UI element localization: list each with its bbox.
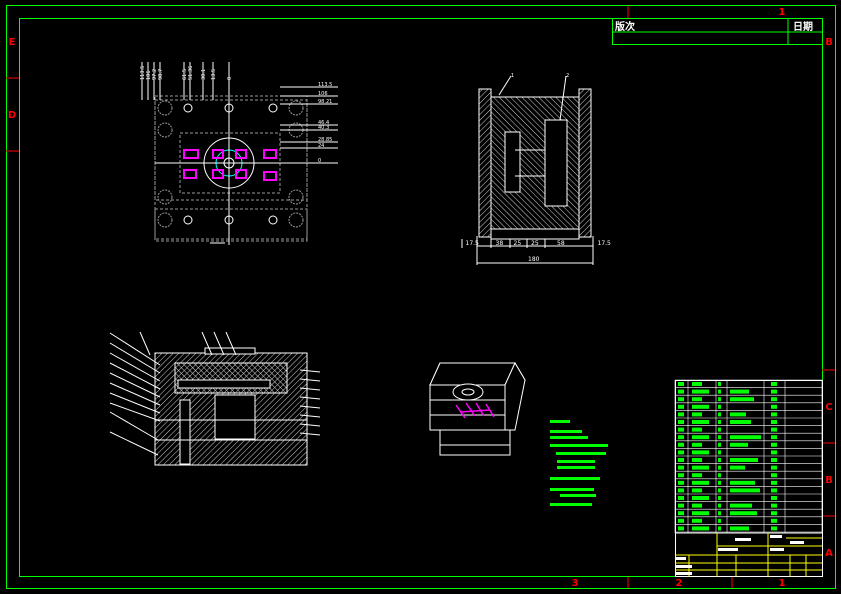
marker-bottom-2: 2	[676, 578, 683, 589]
screw-hole	[268, 215, 278, 225]
dimension-label: 61.5	[182, 69, 188, 80]
dimension-label: 25	[531, 240, 539, 247]
screw-hole	[268, 103, 278, 113]
guide-bushing	[157, 100, 173, 116]
zone-ticks	[6, 6, 835, 588]
note-line	[550, 420, 570, 423]
outer-frame	[6, 5, 836, 589]
dimension-label: 25	[514, 240, 522, 247]
inner-frame	[19, 18, 823, 577]
dimension-label: 58	[557, 240, 565, 247]
dimension-label: 97.2	[152, 69, 158, 80]
dimension-label: 38	[496, 240, 504, 247]
overall-dim: 180	[528, 256, 540, 263]
date-label: 日期	[793, 20, 813, 33]
marker-right-a: A	[825, 548, 833, 559]
dimension-label: 40.3	[318, 125, 329, 131]
dimension-label: 98.7	[158, 69, 164, 80]
note-line	[550, 488, 594, 491]
dimension-label: 28.85	[318, 137, 332, 143]
dimension-label: 30.1	[201, 69, 207, 80]
marker-right-b1: B	[825, 37, 833, 48]
screw-hole	[183, 103, 193, 113]
marker-right-c: C	[825, 402, 832, 413]
guide-bushing	[288, 100, 304, 116]
technical-notes	[550, 420, 608, 506]
marker-left-e: E	[9, 37, 16, 48]
guide-bushing	[288, 189, 304, 205]
guide-bushing	[288, 212, 304, 228]
marker-top-1: 1	[779, 7, 786, 18]
guide-bushing	[157, 122, 173, 138]
note-line	[560, 494, 596, 497]
dimension-label: 0	[318, 158, 321, 164]
note-line	[550, 436, 588, 439]
side-section-view: 17.5 38 25 25 58 17.5 180 1 2	[461, 73, 612, 265]
dimension-label: 17.5	[466, 240, 480, 247]
dimension-label: 98.21	[318, 99, 332, 105]
note-line	[550, 503, 592, 506]
dimension-label: 24	[318, 143, 324, 149]
dimension-label: 17.5	[598, 240, 612, 247]
screw-hole	[183, 215, 193, 225]
marker-bottom-1: 1	[779, 578, 786, 589]
dimension-label: 0	[227, 77, 233, 80]
note-line	[550, 444, 608, 447]
note-line	[550, 477, 600, 480]
dimension-label: 46.4	[318, 120, 329, 126]
dimension-label: 106	[318, 91, 328, 97]
marker-left-d: D	[8, 110, 16, 121]
note-line	[557, 466, 595, 469]
dimension-label: 13.5	[211, 69, 217, 80]
note-line	[557, 460, 595, 463]
marker-right-b2: B	[825, 475, 833, 486]
front-section-view	[109, 331, 321, 466]
isometric-view	[429, 361, 526, 456]
note-line	[550, 430, 582, 433]
dimension-label: 51.36	[188, 66, 194, 80]
border-markers: 1 3 2 1 E D B C B A	[8, 7, 833, 589]
dimension-label: 113.5	[318, 82, 332, 88]
guide-bushing	[157, 212, 173, 228]
parts-list-and-title-block	[674, 379, 823, 577]
version-label: 版次	[615, 20, 635, 33]
marker-bottom-3: 3	[572, 578, 579, 589]
revision-block: 版次 日期	[612, 18, 823, 45]
leader-1: 1	[511, 73, 514, 79]
dimension-label: 113.5	[140, 66, 146, 80]
note-line	[556, 452, 606, 455]
dimension-label: 106	[146, 70, 152, 80]
leader-2: 2	[566, 73, 569, 79]
guide-bushing	[157, 189, 173, 205]
